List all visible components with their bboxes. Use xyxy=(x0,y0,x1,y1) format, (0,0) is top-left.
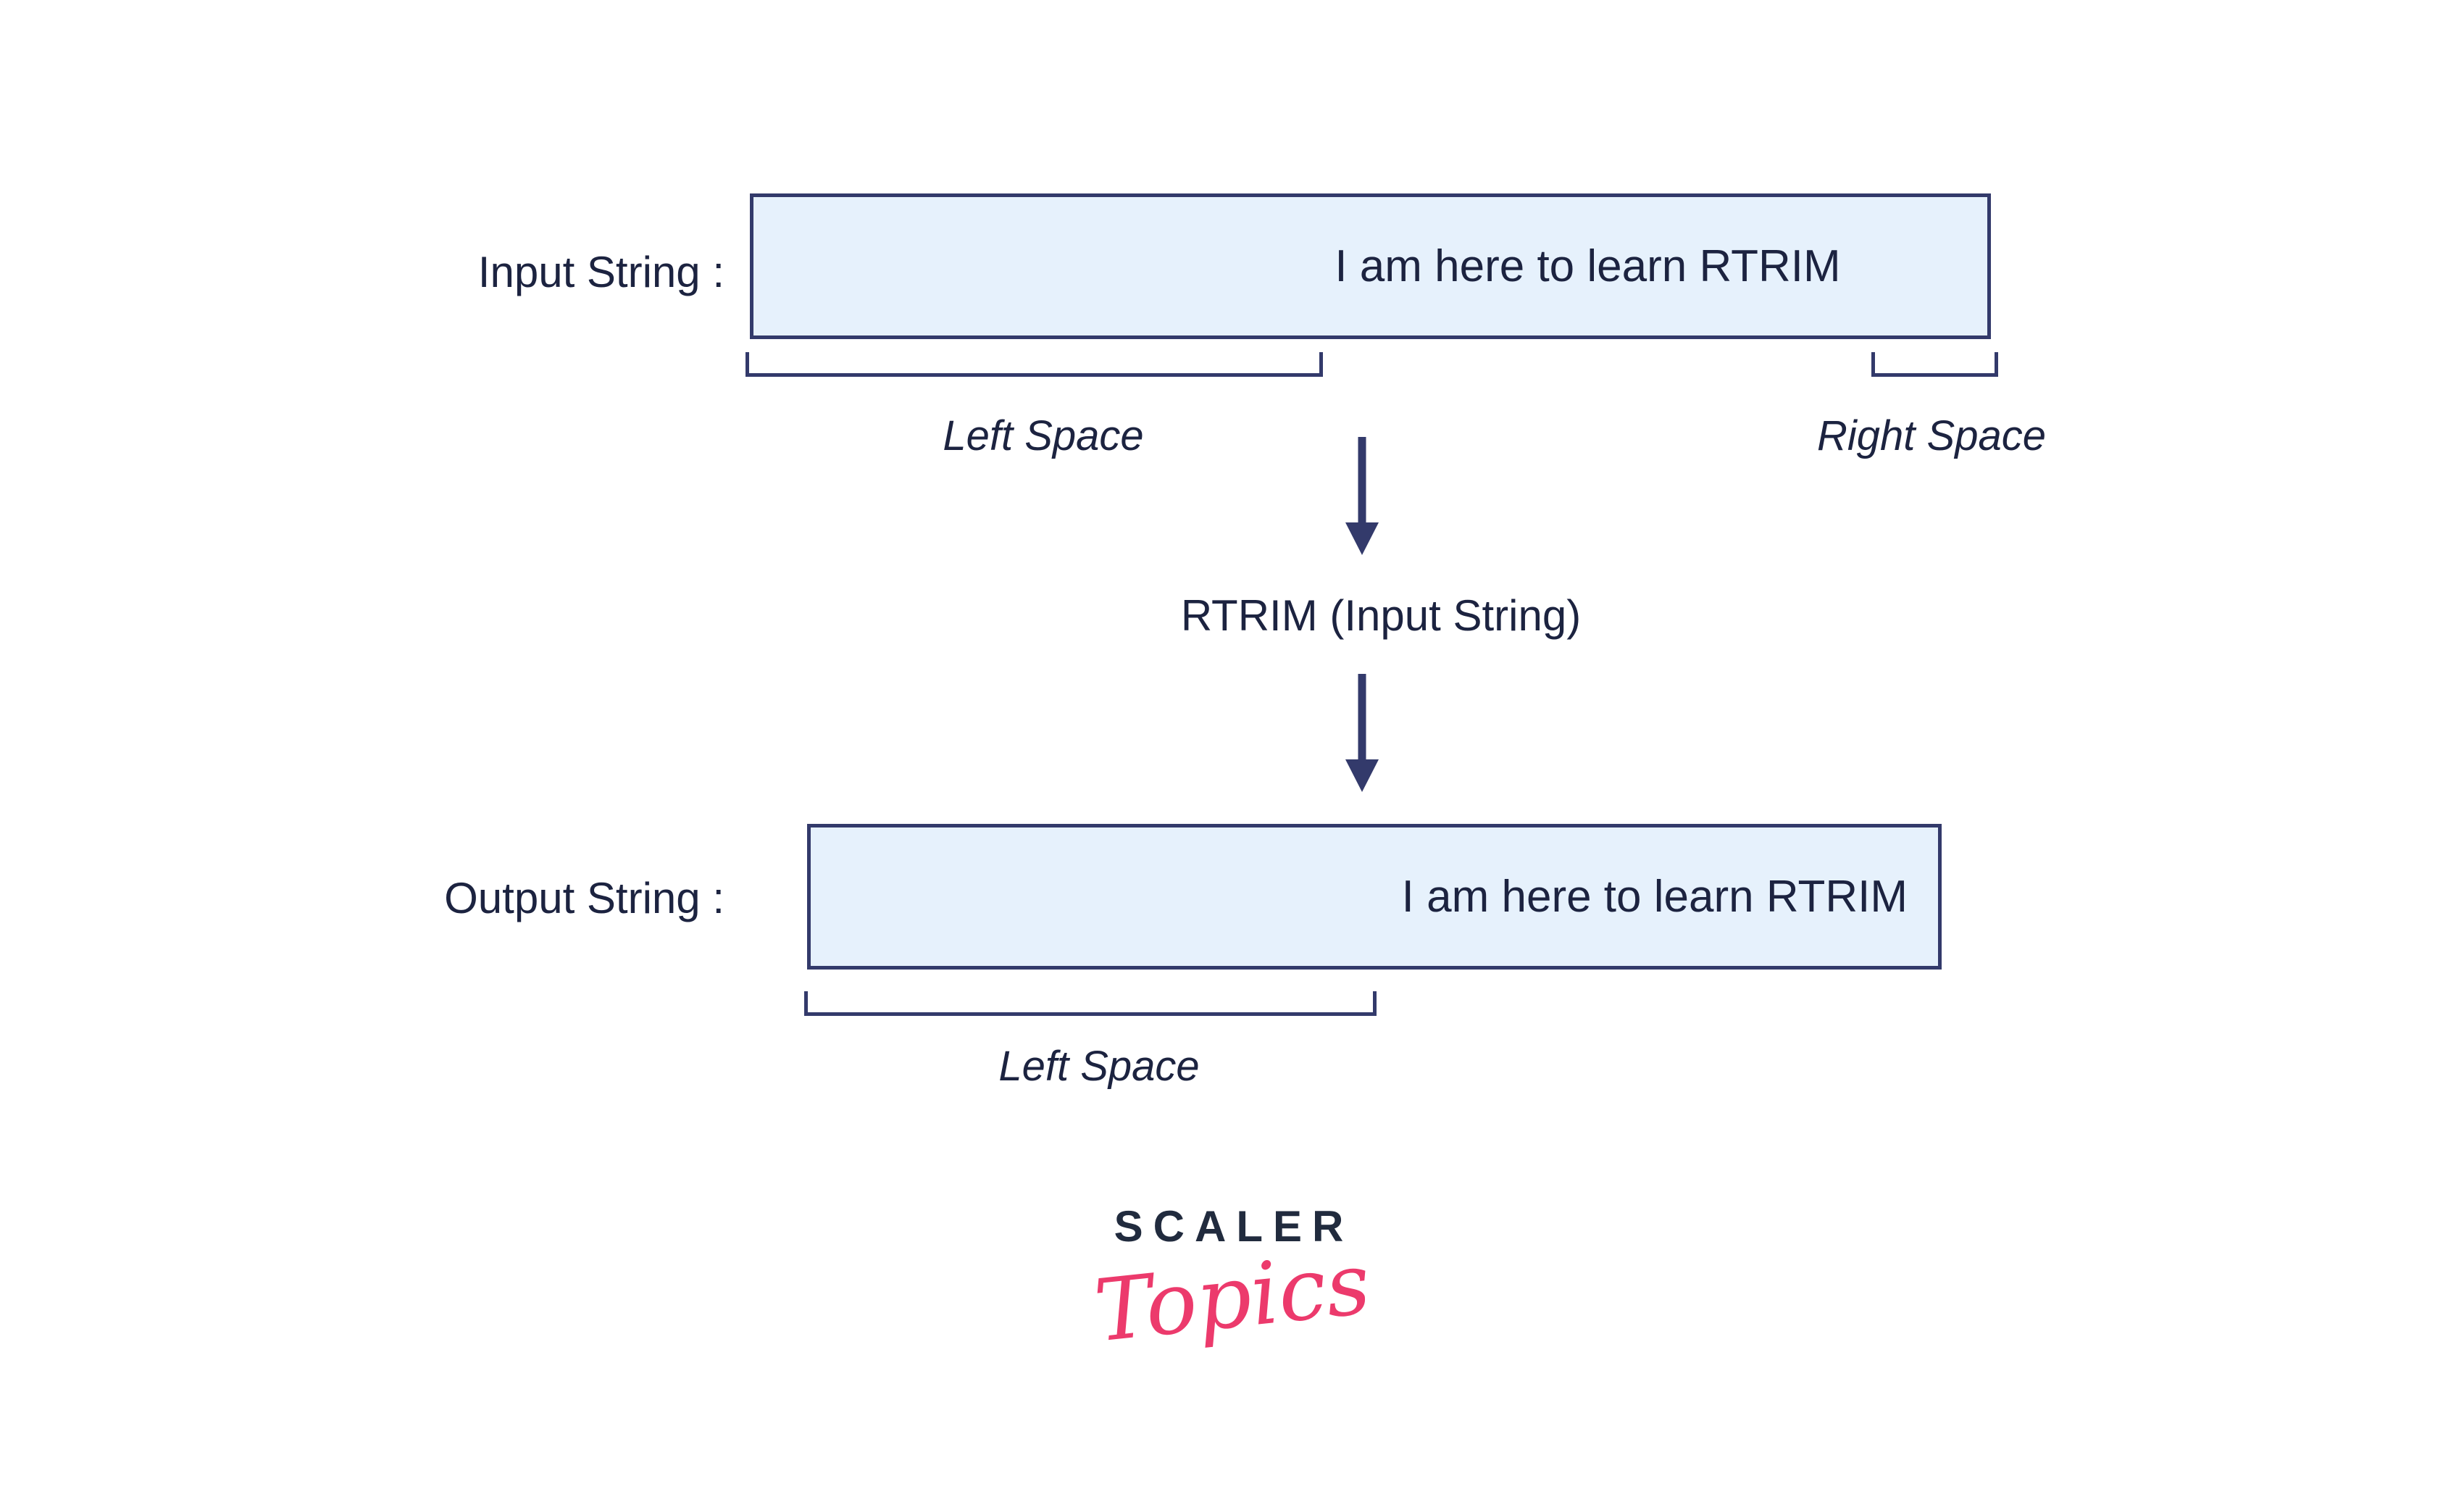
down-arrow-icon xyxy=(1345,674,1379,792)
input-string-value: I am here to learn RTRIM xyxy=(1335,241,1841,291)
input-left-space-label: Left Space xyxy=(943,412,1144,459)
down-arrow-icon xyxy=(1345,437,1379,555)
input-right-space-label: Right Space xyxy=(1817,412,2046,459)
rtrim-function-label: RTRIM (Input String) xyxy=(1180,591,1582,640)
output-left-space-bracket xyxy=(804,991,1377,1016)
input-right-space-bracket xyxy=(1871,352,1998,377)
scaler-logo-wordmark: SCALER xyxy=(1114,1202,1354,1251)
output-string-box: I am here to learn RTRIM xyxy=(807,824,1942,970)
input-left-space-bracket xyxy=(746,352,1323,377)
output-string-label: Output String : xyxy=(444,874,724,922)
input-string-label: Input String : xyxy=(477,248,724,296)
input-string-box: I am here to learn RTRIM xyxy=(750,193,1991,339)
output-string-value: I am here to learn RTRIM xyxy=(1401,872,1908,922)
output-left-space-label: Left Space xyxy=(998,1043,1200,1090)
